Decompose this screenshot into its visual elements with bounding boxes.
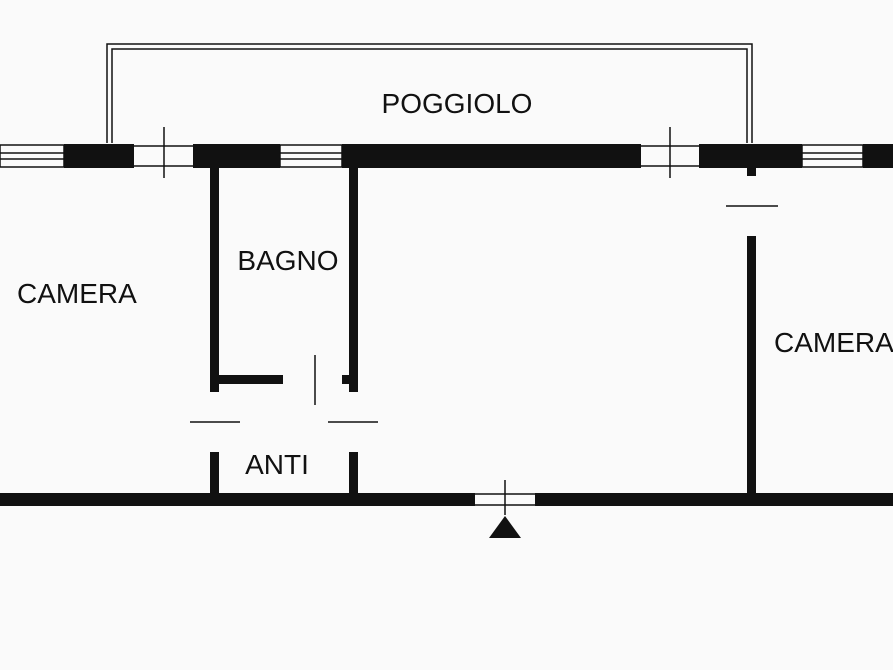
balcony-door [641, 127, 699, 178]
room-label-bedroom-left: CAMERA [17, 278, 137, 309]
window [0, 144, 65, 168]
window [801, 144, 864, 168]
entrance-door [475, 480, 535, 515]
bottom-wall [0, 493, 893, 506]
balcony-door [134, 127, 193, 178]
window [279, 144, 343, 168]
room-label-bedroom-right: CAMERA [774, 327, 893, 358]
wall-segment [193, 144, 280, 168]
room-label-anteroom: ANTI [245, 449, 309, 480]
room-label-balcony: POGGIOLO [382, 88, 533, 119]
bathroom-walls [210, 166, 358, 392]
wall-segment [699, 144, 802, 168]
wall-segment [342, 144, 641, 168]
bathroom-bottom-wall [219, 375, 283, 384]
balcony-railing [106, 43, 753, 143]
top-exterior-wall [64, 144, 893, 168]
bathroom-bottom-wall-stub [342, 375, 349, 384]
entrance-arrow-icon [489, 516, 521, 538]
door-opening-marks [190, 205, 778, 423]
room-label-bathroom: BAGNO [237, 245, 338, 276]
wall-segment [64, 144, 134, 168]
anteroom-walls [210, 452, 358, 497]
bathroom-right-wall [349, 166, 358, 392]
wall-segment [863, 144, 893, 168]
bathroom-left-wall [210, 166, 219, 392]
right-bedroom-wall [747, 166, 756, 497]
